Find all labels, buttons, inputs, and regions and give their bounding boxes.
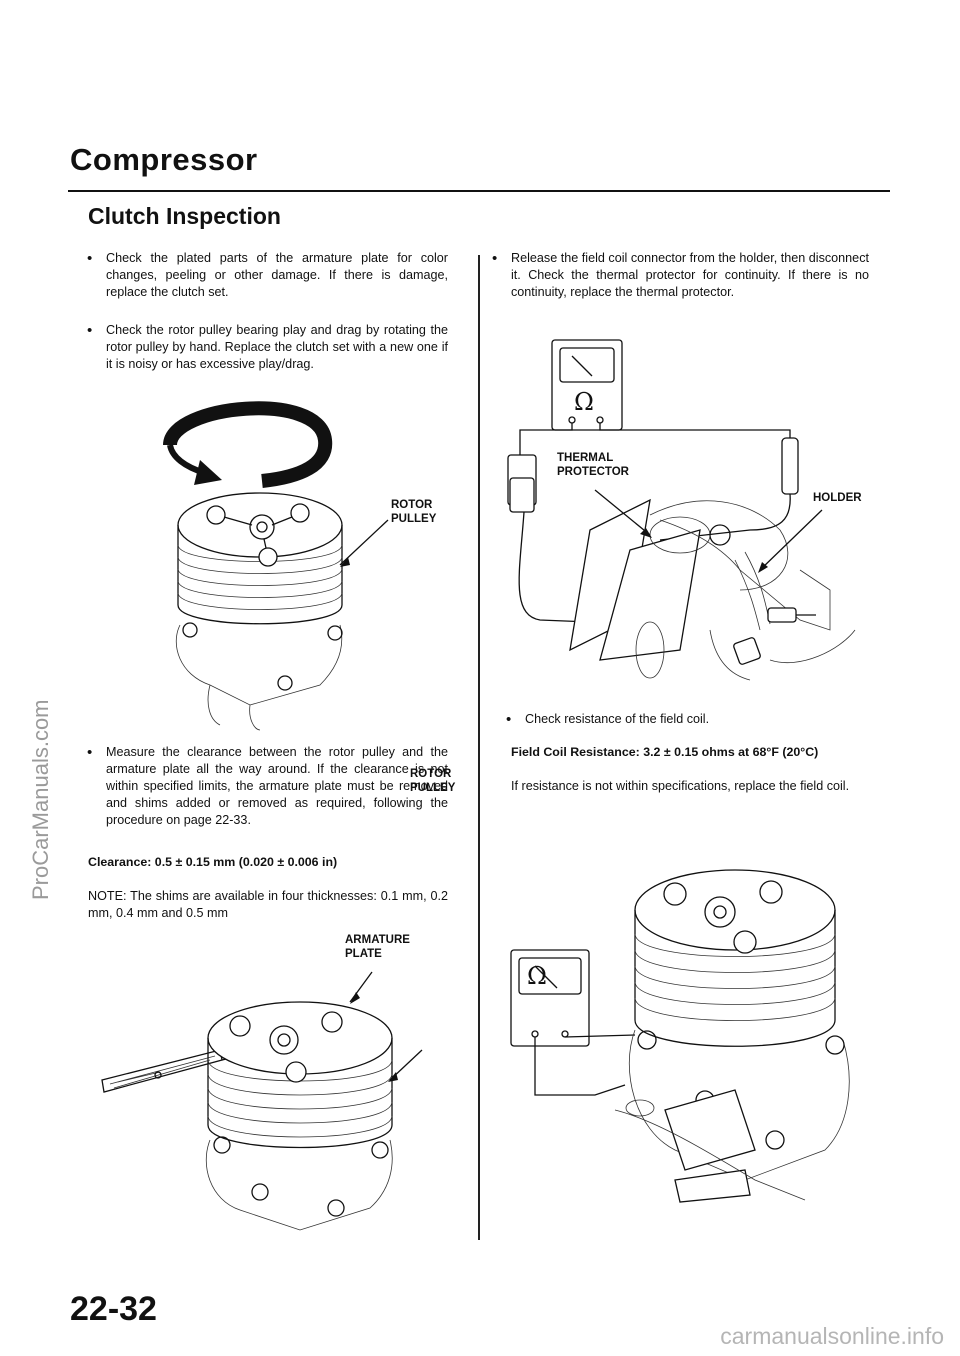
shim-note: NOTE: The shims are available in four th… [88,889,448,920]
ohm-symbol-1: Ω [574,388,594,416]
page-number: 22-32 [70,1290,157,1328]
bullet-plated-parts: • Check the plated parts of the armature… [87,250,448,301]
bullet-rotor-bearing: • Check the rotor pulley bearing play an… [87,322,448,373]
leader-lines [594,489,823,573]
compressor-illustration [176,492,389,731]
compressor-wiring-illustration [569,498,856,681]
compressor-illustration-2 [205,971,423,1231]
title-rule [68,190,890,192]
rotor-pulley-figure [163,401,389,731]
bullet-dot: • [492,250,498,267]
bullet-text: Check the rotor pulley bearing play and … [106,323,448,371]
clearance-spec: Clearance: 0.5 ± 0.15 mm (0.020 ± 0.006 … [88,855,338,869]
watermark-procarmanuals: ProCarManuals.com [28,699,53,900]
rotation-arrow-icon [163,401,333,488]
compressor-illustration-3 [614,869,850,1203]
page-title: Compressor [70,142,258,177]
bullet-text: Release the field coil connector from th… [511,251,869,299]
bullet-dot: • [87,250,93,267]
clearance-measure-figure [101,971,423,1231]
resistance-spec: Field Coil Resistance: 3.2 ± 0.15 ohms a… [511,745,819,759]
ohm-symbol-2: Ω [527,962,547,990]
ohmmeter-icon [519,339,791,460]
field-coil-figure [510,869,850,1203]
footer-url: carmanualsonline.info [720,1323,944,1349]
label-rotor-pulley-1: ROTOR PULLEY [391,499,437,525]
bullet-dot: • [87,322,93,339]
label-holder: HOLDER [813,492,862,504]
column-divider [478,255,480,1240]
bullet-text: Measure the clearance between the rotor … [106,745,448,827]
connector-illustration [507,437,799,623]
section-title: Clutch Inspection [88,203,281,229]
label-thermal-protector: THERMAL PROTECTOR [557,452,629,478]
bullet-text: Check the plated parts of the armature p… [106,251,448,299]
ohmmeter-icon [510,949,636,1096]
bullet-dot: • [506,711,512,728]
bullet-text: Check resistance of the field coil. [525,712,710,726]
label-rotor-pulley-2: ROTOR PULLEY [410,768,456,794]
resistance-instruction: If resistance is not within specificatio… [511,779,850,793]
thermal-protector-figure [507,339,856,681]
bullet-dot: • [87,744,93,761]
bullet-release-connector: • Release the field coil connector from … [492,250,869,301]
bullet-check-resistance: • Check resistance of the field coil. [506,711,865,728]
bullet-measure-clearance: • Measure the clearance between the roto… [87,744,448,829]
label-armature-plate: ARMATURE PLATE [345,934,410,960]
